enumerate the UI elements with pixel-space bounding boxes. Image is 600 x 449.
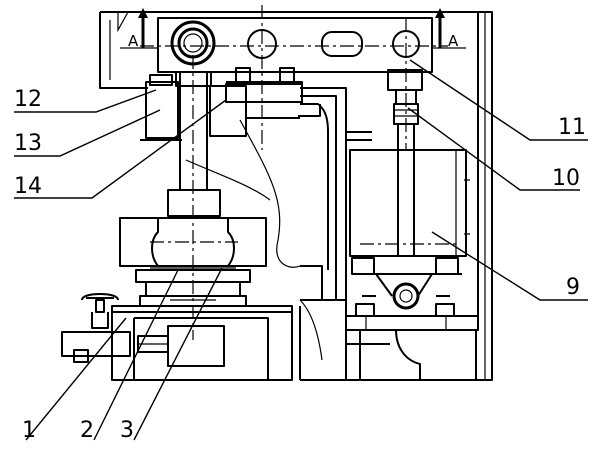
callout-9: 9 bbox=[566, 275, 580, 300]
callout-11: 11 bbox=[558, 115, 586, 140]
coupling-assembly bbox=[119, 189, 267, 307]
base-block bbox=[61, 265, 347, 381]
spring-unit bbox=[345, 69, 479, 380]
section-mark-right: A bbox=[432, 8, 466, 50]
callout-12: 12 bbox=[14, 87, 42, 112]
central-shaft bbox=[175, 55, 212, 340]
callout-10: 10 bbox=[552, 166, 580, 191]
callout-14: 14 bbox=[14, 174, 42, 199]
callout-2: 2 bbox=[80, 418, 94, 443]
callout-13: 13 bbox=[14, 131, 42, 156]
callout-3: 3 bbox=[120, 418, 134, 443]
callout-1: 1 bbox=[22, 418, 36, 443]
leader-lines bbox=[14, 59, 588, 441]
callout-labels: 12 13 14 1 2 3 11 10 9 bbox=[14, 87, 586, 443]
outer-frame bbox=[99, 11, 493, 381]
section-label-left: A bbox=[128, 32, 139, 50]
housing bbox=[185, 87, 372, 300]
section-mark-left: A bbox=[120, 8, 158, 50]
section-label-right: A bbox=[448, 32, 459, 50]
